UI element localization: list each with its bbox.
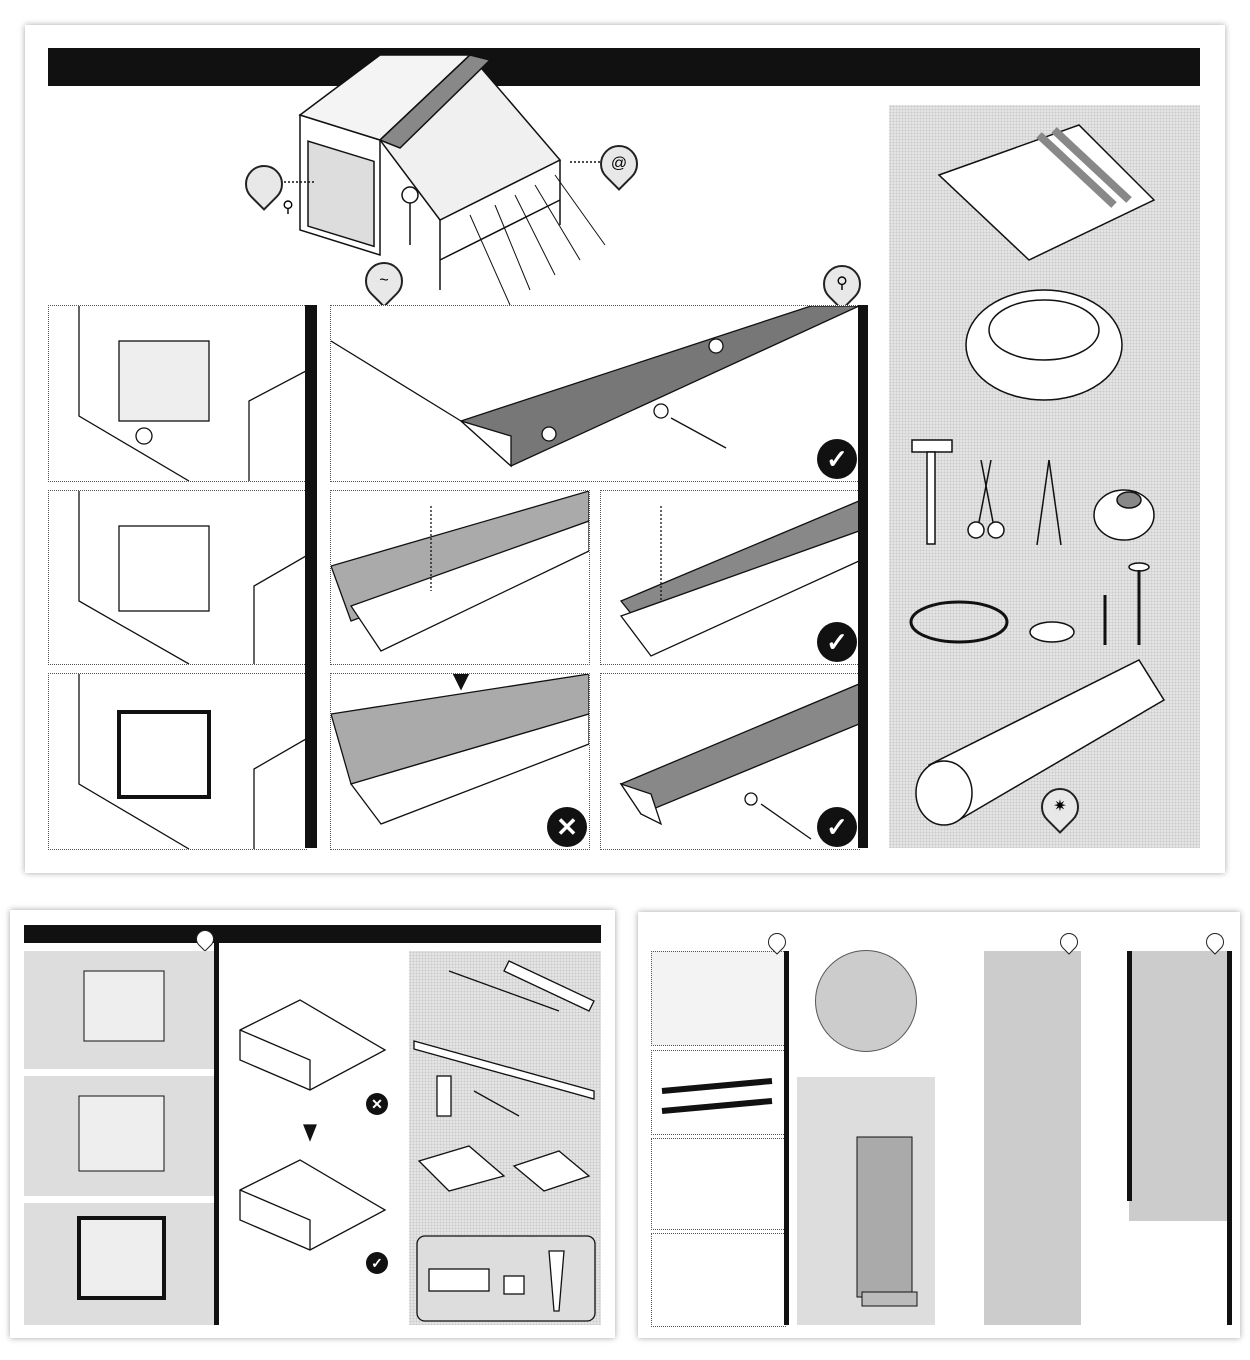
correct-badge: ✓ <box>817 807 857 847</box>
stick-icon <box>448 970 560 1012</box>
crack-panel-1 <box>651 1050 786 1135</box>
barrel-bolt-icon <box>428 1268 490 1292</box>
roofing-nail-icon <box>1128 562 1150 645</box>
materials-panel: ✷ <box>889 105 1200 848</box>
header-bar <box>48 48 1200 86</box>
nail-detail-panel-b: ✓ <box>600 490 860 665</box>
window-step-3 <box>24 1203 214 1325</box>
correct-badge: ✓ <box>817 439 857 479</box>
blanket-icon <box>937 124 1156 261</box>
header-bar <box>24 925 601 943</box>
hinge-install-panel <box>1089 951 1227 1325</box>
correct-badge: ✓ <box>366 1252 388 1274</box>
spray-can-icon <box>436 1075 452 1117</box>
wooden-strip-icon <box>413 1040 595 1100</box>
blanket-icon <box>512 1150 591 1192</box>
tape-icon <box>1093 489 1155 541</box>
padlock-icon <box>503 1275 525 1295</box>
window-step-2 <box>24 1076 214 1196</box>
hinge-icon <box>548 1250 565 1312</box>
correct-badge: ✓ <box>817 622 857 662</box>
wire-coil-icon <box>909 600 1009 644</box>
window-step-1 <box>24 951 214 1069</box>
divider <box>784 951 789 1325</box>
hammer-icon <box>911 439 953 545</box>
divider <box>305 305 317 848</box>
plastic-roll-icon <box>915 659 1166 826</box>
saw-icon <box>503 960 595 1012</box>
rope-icon <box>965 289 1123 401</box>
nail-detail-panel-a <box>330 490 590 665</box>
divider <box>1227 951 1232 1325</box>
crack-panel-2 <box>651 1138 786 1230</box>
divider <box>1127 951 1132 1201</box>
wrong-badge: ✕ <box>547 807 587 847</box>
divider <box>214 943 219 1325</box>
crack-panel-3 <box>651 1233 786 1327</box>
finished-edge-panel: ✓ <box>600 673 860 850</box>
wrong-badge: ✕ <box>366 1093 388 1115</box>
bolt-install-panel <box>944 951 1081 1325</box>
step-panel-2 <box>48 490 307 665</box>
step-panel-3 <box>48 673 307 850</box>
scissors-icon <box>967 459 1005 539</box>
nailing-overview-panel: ✓ <box>330 305 860 482</box>
bolt-magnifier <box>815 950 917 1052</box>
divider <box>858 305 868 848</box>
step-panel-1 <box>48 305 307 482</box>
torn-sheet-panel: ✕ <box>330 673 590 850</box>
pliers-icon <box>1036 459 1062 546</box>
plastic-sheet-icon <box>417 1145 506 1192</box>
door-bolt-panel <box>797 1077 935 1325</box>
supplies-panel <box>409 951 601 1325</box>
room-corner-panel <box>651 951 786 1046</box>
mending-plate-icon <box>1029 621 1075 643</box>
screwdriver-icon <box>473 1090 520 1117</box>
